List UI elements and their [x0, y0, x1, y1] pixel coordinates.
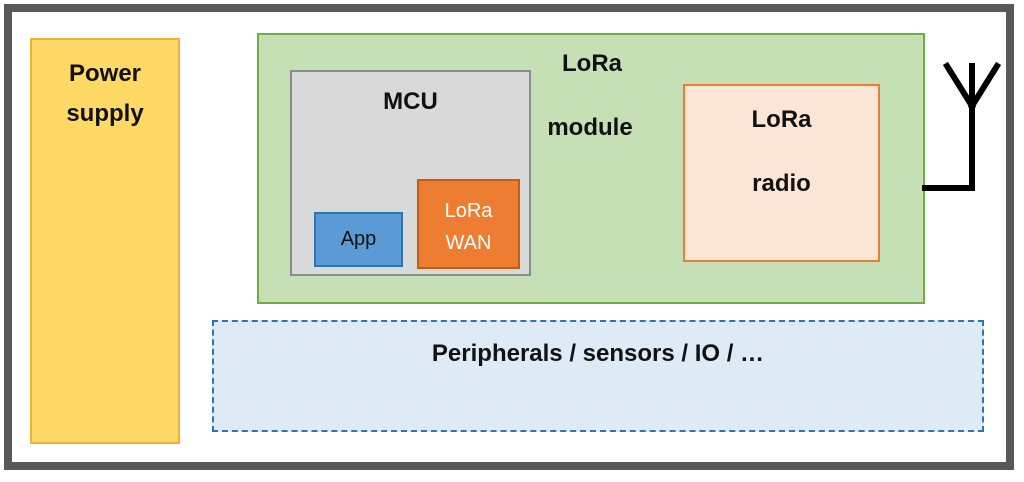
app-label: App — [340, 228, 377, 250]
lora-radio-label-line2: radio — [752, 170, 811, 197]
app-block: App — [314, 212, 403, 267]
power-supply-block: Power supply — [30, 38, 180, 444]
antenna-icon — [922, 61, 1002, 191]
mcu-label: MCU — [383, 88, 438, 115]
lorawan-label: LoRa WAN — [444, 200, 493, 254]
lora-module-title-line2: module — [547, 114, 633, 141]
lora-radio-block: LoRa radio — [683, 84, 880, 262]
peripherals-label: Peripherals / sensors / IO / … — [431, 340, 765, 367]
power-supply-label: Power supply — [66, 60, 144, 127]
peripherals-block: Peripherals / sensors / IO / … — [212, 320, 984, 432]
lora-module-title-line1: LoRa — [562, 50, 622, 77]
lora-radio-label-line1: LoRa — [751, 106, 812, 133]
antenna-left-arm — [942, 61, 977, 111]
lorawan-block: LoRa WAN — [417, 179, 520, 269]
antenna-right-arm — [967, 61, 1002, 111]
